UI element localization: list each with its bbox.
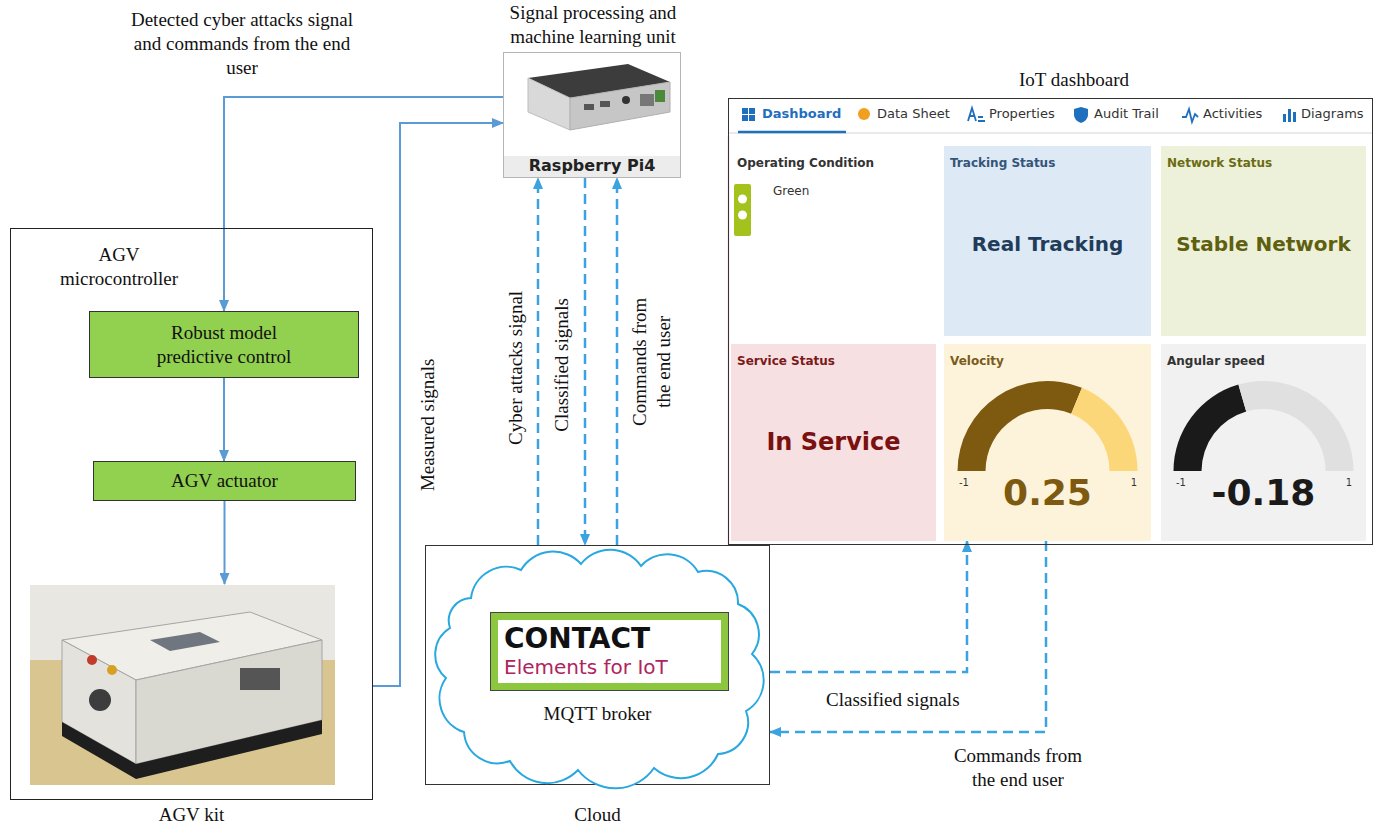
dashed-connector bbox=[584, 178, 587, 545]
tab-bar-line bbox=[728, 133, 1373, 134]
agv-button bbox=[87, 655, 97, 665]
light-lamp bbox=[738, 211, 747, 220]
tab-label: Dashboard bbox=[762, 106, 841, 121]
dashed-connector bbox=[770, 541, 967, 672]
solid-connector bbox=[223, 378, 225, 461]
agv-screen bbox=[150, 632, 220, 651]
cloud-shape: MQTT brokerCloudCONTACTElements for IoT bbox=[425, 545, 770, 785]
gauge-tile: Angular speed -1 1-0.18 bbox=[1161, 344, 1366, 541]
gauge-fill bbox=[958, 381, 1082, 471]
cloud-path bbox=[435, 550, 763, 789]
datasheet-tab-icon bbox=[858, 108, 870, 120]
light-lamp bbox=[738, 195, 747, 204]
tab-label: Activities bbox=[1203, 106, 1262, 121]
activities-tab-icon bbox=[1182, 109, 1198, 122]
properties-tab-icon bbox=[968, 108, 985, 121]
tile-title: Network Status bbox=[1167, 156, 1272, 170]
tile-value: 0.25 bbox=[944, 472, 1151, 513]
status-tile: Tracking StatusReal Tracking bbox=[944, 146, 1151, 336]
broker-box: CONTACTElements for IoT bbox=[491, 613, 728, 690]
edge-label: Classified signals bbox=[550, 265, 574, 465]
gauge-track bbox=[1071, 388, 1137, 471]
edge-label: Cyber attacks signal bbox=[504, 268, 528, 468]
traffic-light-icon bbox=[733, 182, 757, 242]
dashed-connector bbox=[770, 541, 1046, 732]
edge-label: Measured signals bbox=[416, 335, 440, 515]
pi-port bbox=[600, 101, 610, 107]
kit-caption: AGV kit bbox=[11, 804, 372, 827]
gauge-scale: 1 bbox=[1346, 477, 1352, 488]
status-tile: Network StatusStable Network bbox=[1161, 146, 1366, 336]
tile-title: Service Status bbox=[737, 354, 835, 368]
process-box: AGV actuator bbox=[93, 461, 356, 501]
gauge-scale: -1 bbox=[1176, 477, 1186, 488]
brand-name: CONTACT bbox=[504, 624, 721, 655]
audit-tab-icon bbox=[1074, 107, 1088, 123]
agv-kit-box: AGV microcontrollerAGV kitRobust model p… bbox=[10, 228, 373, 800]
tile-title: Operating Condition bbox=[737, 156, 874, 170]
status-tile: Operating ConditionGreen bbox=[731, 146, 936, 336]
tab-label: Diagrams bbox=[1301, 106, 1364, 121]
broker-label: MQTT broker bbox=[426, 702, 769, 726]
agv-photo bbox=[30, 585, 335, 785]
active-tab-underline bbox=[738, 131, 846, 134]
tile-title: Angular speed bbox=[1167, 354, 1265, 368]
tile-value: In Service bbox=[731, 428, 936, 456]
processing-unit: Signal processing and machine learning u… bbox=[503, 52, 681, 178]
tile-value: -0.18 bbox=[1161, 472, 1366, 513]
agv-button bbox=[107, 665, 117, 675]
box-heading: AGV microcontroller bbox=[49, 243, 189, 291]
dashed-connector bbox=[537, 178, 540, 545]
gauge-fill bbox=[1174, 385, 1247, 471]
cloud-caption: Cloud bbox=[426, 804, 769, 827]
tile-title: Tracking Status bbox=[950, 156, 1055, 170]
pi-port bbox=[640, 94, 654, 106]
dashboard-tab-icon bbox=[742, 108, 755, 121]
gauge-tile: Velocity -1 10.25 bbox=[944, 344, 1151, 541]
light-body bbox=[734, 184, 751, 236]
dashed-connector bbox=[616, 178, 619, 545]
box-text: Robust model predictive control bbox=[144, 321, 304, 369]
agv-bumper bbox=[62, 720, 322, 779]
raspberry-pi-picture bbox=[528, 64, 670, 130]
panel-heading: IoT dashboard bbox=[979, 68, 1169, 92]
pi-port bbox=[622, 96, 630, 104]
tile-value: Real Tracking bbox=[944, 232, 1151, 256]
agv-wheel-cover bbox=[89, 689, 111, 711]
unit-heading: Signal processing and machine learning u… bbox=[493, 1, 693, 49]
pi-port bbox=[655, 90, 665, 102]
pi-case-side bbox=[570, 82, 670, 130]
edge-label: Commands from the end user bbox=[948, 744, 1088, 792]
pi-case-front bbox=[528, 78, 570, 130]
dashboard-chrome bbox=[728, 107, 1373, 545]
pi-port bbox=[584, 104, 594, 110]
tile-value: Green bbox=[773, 184, 809, 198]
edge-label: Classified signals bbox=[826, 688, 960, 712]
iot-dashboard: IoT dashboardOperating ConditionGreenTra… bbox=[728, 98, 1373, 545]
tab-label: Data Sheet bbox=[877, 106, 950, 121]
gauge-track bbox=[1238, 381, 1353, 471]
status-tile: Service Status In Service bbox=[731, 344, 936, 541]
gauge-scale: 1 bbox=[1131, 477, 1137, 488]
process-box: Robust model predictive control bbox=[89, 311, 359, 378]
tile-title: Velocity bbox=[950, 354, 1004, 368]
gauge-scale: -1 bbox=[959, 477, 969, 488]
diagrams-tab-icon bbox=[1283, 109, 1296, 122]
solid-connector bbox=[224, 97, 503, 311]
device-name: Raspberry Pi4 bbox=[504, 156, 680, 177]
agv-panel bbox=[240, 668, 280, 690]
actuator-arrow bbox=[224, 501, 226, 584]
brand-tagline: Elements for IoT bbox=[504, 655, 721, 679]
edge-label: Commands from the end user bbox=[628, 292, 676, 432]
box-text: AGV actuator bbox=[171, 469, 278, 493]
tab-label: Properties bbox=[989, 106, 1055, 121]
edge-label: Detected cyber attacks signal and comman… bbox=[122, 8, 362, 79]
tab-label: Audit Trail bbox=[1094, 106, 1159, 121]
tile-value: Stable Network bbox=[1161, 232, 1366, 256]
